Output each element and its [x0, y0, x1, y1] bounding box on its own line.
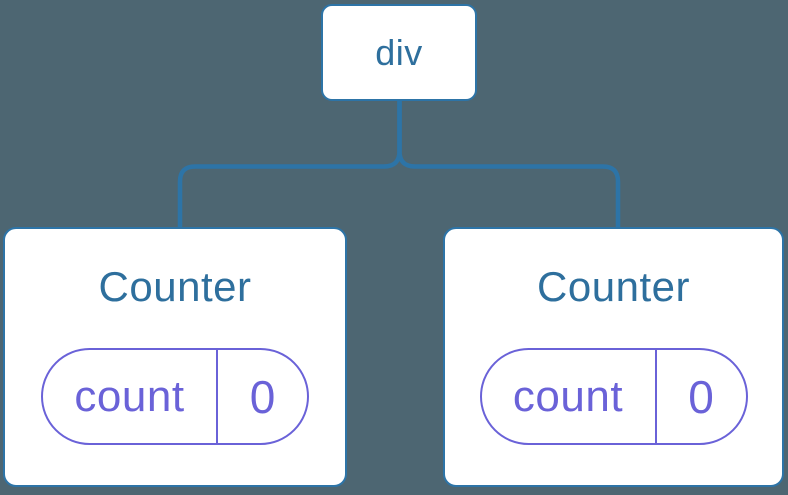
state-value: 0: [216, 350, 307, 444]
counter-node-right: Counter count 0: [443, 227, 784, 487]
component-title: Counter: [98, 263, 252, 310]
root-node: div: [321, 4, 477, 101]
component-title: Counter: [537, 263, 690, 310]
counter-node-left: Counter count 0: [3, 227, 347, 487]
state-pill: count 0: [479, 348, 748, 446]
root-node-label: div: [375, 31, 423, 73]
connector-right: [397, 101, 621, 230]
connector-left: [177, 101, 402, 230]
state-pill: count 0: [41, 348, 309, 446]
state-value: 0: [654, 350, 746, 444]
state-key: count: [74, 371, 185, 421]
state-key: count: [512, 371, 624, 421]
